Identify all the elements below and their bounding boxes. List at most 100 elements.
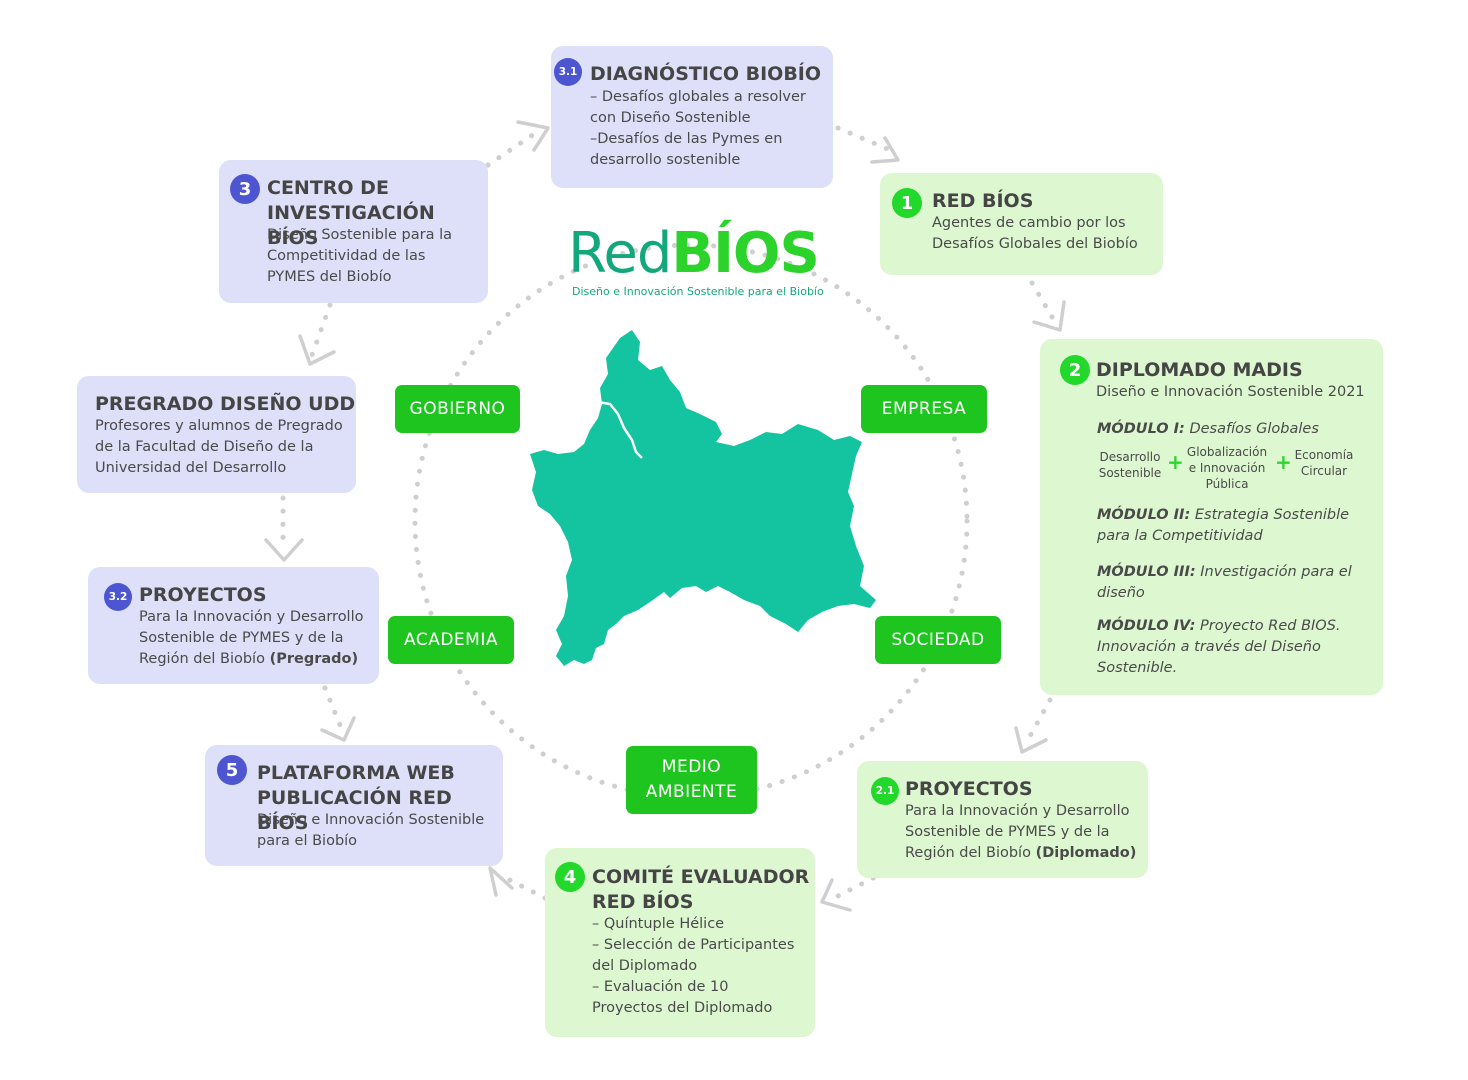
card-pregrado-diseno-udd: PREGRADO DISEÑO UDD Profesores y alumnos…	[77, 376, 356, 493]
arrowhead-to-proyectos32	[264, 538, 304, 562]
card-body: Para la Innovación y Desarrollo Sostenib…	[905, 801, 1136, 864]
sector-medio-ambiente: MEDIO AMBIENTE	[626, 746, 757, 814]
link-proyectos21-to-comite	[827, 869, 888, 903]
card-line: de la Facultad de Diseño de la	[95, 439, 314, 455]
logo-name-bold: BÍOS	[671, 221, 819, 286]
topic-line: Globalización	[1186, 445, 1268, 459]
sector-sociedad: SOCIEDAD	[875, 616, 1001, 664]
card-line: – Evaluación de 10	[592, 979, 729, 995]
card-title: DIAGNÓSTICO BIOBÍO	[590, 63, 822, 85]
card-centro-investigacion: 3 CENTRO DE INVESTIGACIÓN BÍOS Diseño So…	[219, 160, 488, 303]
card-line: Desafíos Globales del Biobío	[932, 236, 1138, 252]
card-title-line: INVESTIGACIÓN BÍOS	[267, 202, 435, 249]
sector-academia: ACADEMIA	[388, 616, 514, 664]
link-redbios-to-diplomado	[1029, 280, 1058, 325]
card-diagnostico-biobio: 3.1 DIAGNÓSTICO BIOBÍO – Desafíos global…	[551, 46, 833, 188]
logo-name-light: Red	[568, 221, 672, 286]
sector-sociedad-label: SOCIEDAD	[891, 629, 985, 650]
link-centro-to-diagnostico	[485, 127, 543, 168]
card-line: Sostenible de PYMES y de la	[905, 824, 1110, 840]
modulo-2-line: para la Competitividad	[1097, 528, 1263, 544]
card-red-bios: 1 RED BÍOS Agentes de cambio por los Des…	[880, 173, 1163, 275]
card-proyectos-pregrado: 3.2 PROYECTOS Para la Innovación y Desar…	[88, 567, 379, 684]
card-line-bold: (Diplomado)	[1035, 845, 1137, 861]
modulo-1-text: Desafíos Globales	[1184, 421, 1319, 437]
card-body: Diseño Sostenible para la Competitividad…	[267, 225, 452, 288]
card-comite-evaluador: 4 COMITÉ EVALUADOR RED BÍOS – Quíntuple …	[545, 848, 815, 1037]
card-title-line: PLATAFORMA WEB	[257, 762, 455, 784]
topic-globalizacion: Globalización e Innovación Pública	[1178, 444, 1276, 492]
card-title: PROYECTOS	[905, 778, 1033, 800]
link-diplomado-to-proyectos21	[1022, 697, 1053, 748]
card-line: Sostenible de PYMES y de la	[139, 630, 344, 646]
step-badge-4: 4	[555, 862, 585, 892]
card-line: Proyectos del Diplomado	[592, 1000, 773, 1016]
card-line: – Quíntuple Hélice	[592, 916, 725, 932]
card-title: DIPLOMADO MADIS	[1096, 359, 1303, 381]
topic-line: Desarrollo	[1099, 450, 1161, 464]
card-title-line: PUBLICACIÓN RED BÍOS	[257, 787, 452, 834]
sector-gobierno-label: GOBIERNO	[409, 398, 506, 419]
card-line: Profesores y alumnos de Pregrado	[95, 418, 343, 434]
link-diagnostico-to-redbios	[835, 125, 893, 153]
modulo-2-label: MÓDULO II:	[1097, 507, 1191, 523]
arrowhead-to-plataforma	[488, 866, 514, 897]
modulo-3: MÓDULO III: Investigación para el diseño	[1097, 562, 1352, 604]
card-title: PROYECTOS	[139, 584, 267, 606]
card-subtitle: Diseño e Innovación Sostenible 2021	[1096, 384, 1365, 400]
step-badge-3: 3	[230, 174, 260, 204]
card-body: Diseño e Innovación Sostenible para el B…	[257, 810, 484, 852]
modulo-4: MÓDULO IV: Proyecto Red BIOS. Innovación…	[1097, 616, 1341, 679]
modulo-4-label: MÓDULO IV:	[1097, 618, 1196, 634]
sector-empresa-label: EMPRESA	[881, 398, 967, 419]
link-proyectos32-to-plataforma	[322, 685, 343, 728]
card-body: – Quíntuple Hélice – Selección de Partic…	[592, 914, 794, 1019]
arrowhead-to-proyectos21	[1014, 726, 1048, 754]
modulo-2-line: Estrategia Sostenible	[1190, 507, 1350, 523]
card-line: Universidad del Desarrollo	[95, 460, 287, 476]
card-diplomado-madis: 2 DIPLOMADO MADIS Diseño e Innovación So…	[1040, 339, 1383, 695]
card-line: del Diplomado	[592, 958, 698, 974]
logo-subtitle: Diseño e Innovación Sostenible para el B…	[572, 285, 824, 298]
card-line: Para la Innovación y Desarrollo	[139, 609, 364, 625]
card-line: – Selección de Participantes	[592, 937, 795, 953]
arrowhead-to-pregrado	[298, 334, 336, 366]
step-badge-3-2: 3.2	[104, 583, 132, 611]
topic-line: Sostenible	[1098, 466, 1162, 480]
arrowhead-to-plataforma-left	[320, 716, 356, 742]
biobio-region-map	[530, 330, 876, 666]
card-line: Diseño Sostenible para la	[267, 227, 453, 243]
step-badge-2-1: 2.1	[871, 777, 899, 805]
card-title: RED BÍOS	[932, 190, 1034, 212]
card-line: desarrollo sostenible	[590, 152, 741, 168]
modulo-3-line: diseño	[1097, 585, 1145, 601]
card-line: PYMES del Biobío	[267, 269, 392, 285]
topic-line: e Innovación	[1188, 461, 1266, 475]
topic-desarrollo-sostenible: Desarrollo Sostenible	[1090, 449, 1170, 481]
arrowhead-to-diplomado	[1032, 300, 1066, 332]
plus-icon: +	[1275, 450, 1292, 474]
card-line: – Desafíos globales a resolver	[590, 89, 806, 105]
card-body: Para la Innovación y Desarrollo Sostenib…	[139, 607, 364, 670]
topic-line: Economía	[1294, 448, 1354, 462]
sector-medio-label: MEDIO	[661, 757, 722, 777]
card-title: CENTRO DE INVESTIGACIÓN BÍOS	[267, 176, 488, 251]
card-line: para el Biobío	[257, 833, 358, 849]
card-line-bold: (Pregrado)	[269, 651, 359, 667]
modulo-3-line: Investigación para el	[1195, 564, 1352, 580]
card-title-line: CENTRO DE	[267, 177, 389, 199]
card-line: Competitividad de las	[267, 248, 426, 264]
modulo-4-line: Innovación a través del Diseño	[1097, 639, 1321, 655]
card-body: Agentes de cambio por los Desafíos Globa…	[932, 213, 1138, 255]
card-line: Para la Innovación y Desarrollo	[905, 803, 1130, 819]
topic-line: Pública	[1205, 477, 1249, 491]
arrowhead-to-comite	[820, 878, 852, 912]
card-body: – Desafíos globales a resolver con Diseñ…	[590, 87, 806, 171]
card-line: Agentes de cambio por los	[932, 215, 1126, 231]
arrowhead-to-diagnostico	[516, 120, 550, 152]
card-line: Diseño e Innovación Sostenible	[257, 812, 485, 828]
card-plataforma-web: 5 PLATAFORMA WEB PUBLICACIÓN RED BÍOS Di…	[205, 745, 503, 866]
modulo-1: MÓDULO I: Desafíos Globales	[1097, 419, 1319, 440]
modulo-3-label: MÓDULO III:	[1097, 564, 1196, 580]
card-title: COMITÉ EVALUADOR RED BÍOS	[592, 865, 809, 915]
